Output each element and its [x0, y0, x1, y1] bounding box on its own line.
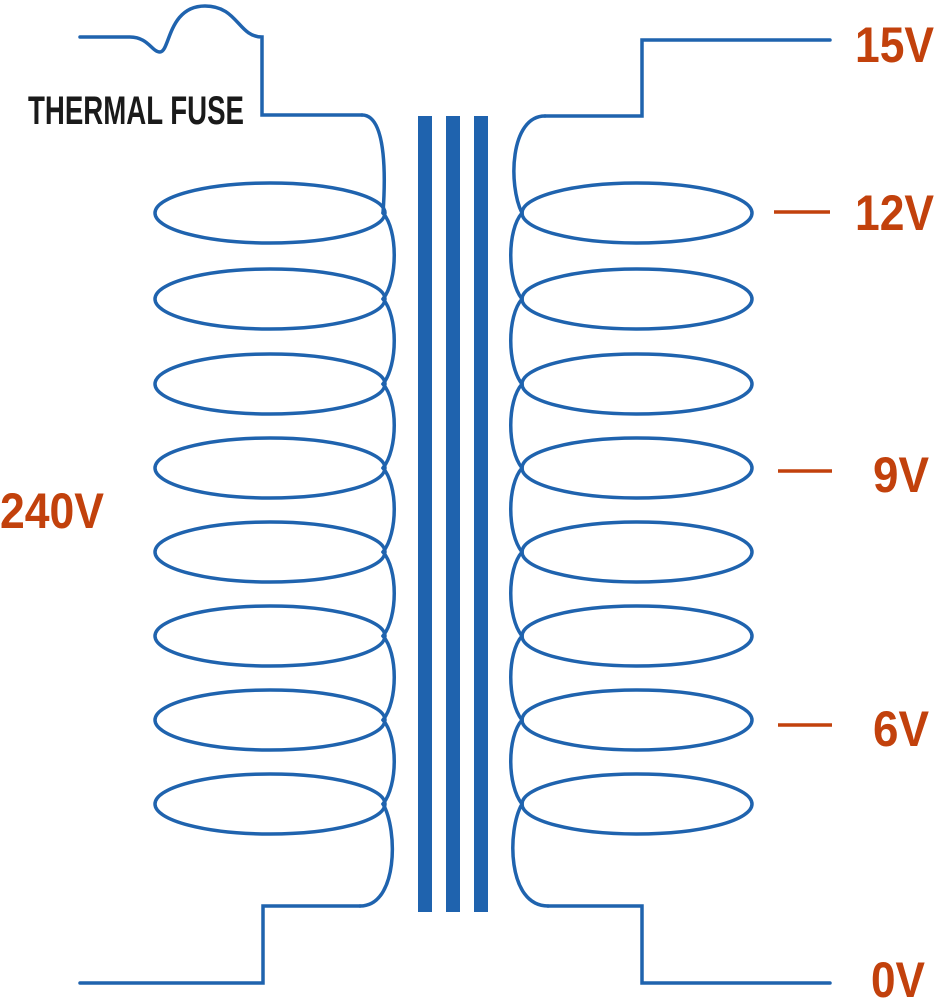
secondary-turn: [520, 772, 754, 836]
secondary-bottom-lead: [546, 904, 832, 985]
primary-turn: [153, 436, 387, 500]
primary-turn-link: [381, 550, 396, 638]
thermal-fuse-label: THERMAL FUSE: [28, 89, 244, 133]
secondary-turn-link: [509, 211, 524, 301]
secondary-coil-exit: [511, 802, 550, 908]
primary-turn-link: [381, 297, 396, 386]
secondary-turn-link: [509, 297, 524, 386]
core-bar: [418, 116, 432, 912]
transformer-core: [418, 116, 488, 912]
primary-turn: [153, 267, 387, 331]
tap-label-6v: 6V: [873, 701, 930, 757]
core-bar: [474, 116, 488, 912]
primary-voltage-label: 240V: [0, 483, 105, 539]
secondary-turn: [520, 688, 754, 752]
primary-winding: [153, 113, 396, 908]
secondary-coil-entry: [512, 114, 547, 215]
secondary-turn: [520, 604, 754, 668]
secondary-turn-link: [509, 550, 524, 638]
primary-top-lead: [78, 4, 364, 117]
primary-turn-link: [381, 211, 396, 301]
secondary-turn-link: [509, 634, 524, 722]
tap-label-12v: 12V: [855, 185, 935, 241]
secondary-turn-link: [509, 382, 524, 470]
primary-turn: [153, 520, 387, 584]
primary-turn: [153, 352, 387, 416]
primary-coil-exit: [358, 802, 395, 908]
secondary-winding: [509, 114, 754, 908]
secondary-turn-link: [509, 718, 524, 806]
primary-turn-link: [381, 466, 396, 554]
primary-coil-entry: [360, 113, 386, 215]
primary-turn: [153, 181, 387, 245]
primary-turn: [153, 688, 387, 752]
primary-bottom-lead: [78, 904, 362, 985]
secondary-turn: [520, 352, 754, 416]
secondary-top-lead: [543, 38, 832, 118]
tap-label-0v: 0V: [871, 952, 926, 1000]
primary-turn-link: [381, 634, 396, 722]
primary-turn: [153, 604, 387, 668]
tap-label-9v: 9V: [873, 447, 930, 503]
secondary-turn: [520, 436, 754, 500]
secondary-turn: [520, 267, 754, 331]
primary-turn: [153, 772, 387, 836]
primary-turn-link: [381, 382, 396, 470]
core-bar: [446, 116, 460, 912]
secondary-turn: [520, 520, 754, 584]
tap-label-15v: 15V: [855, 17, 935, 73]
secondary-turn: [520, 181, 754, 245]
secondary-turn-link: [509, 466, 524, 554]
primary-turn-link: [381, 718, 396, 806]
